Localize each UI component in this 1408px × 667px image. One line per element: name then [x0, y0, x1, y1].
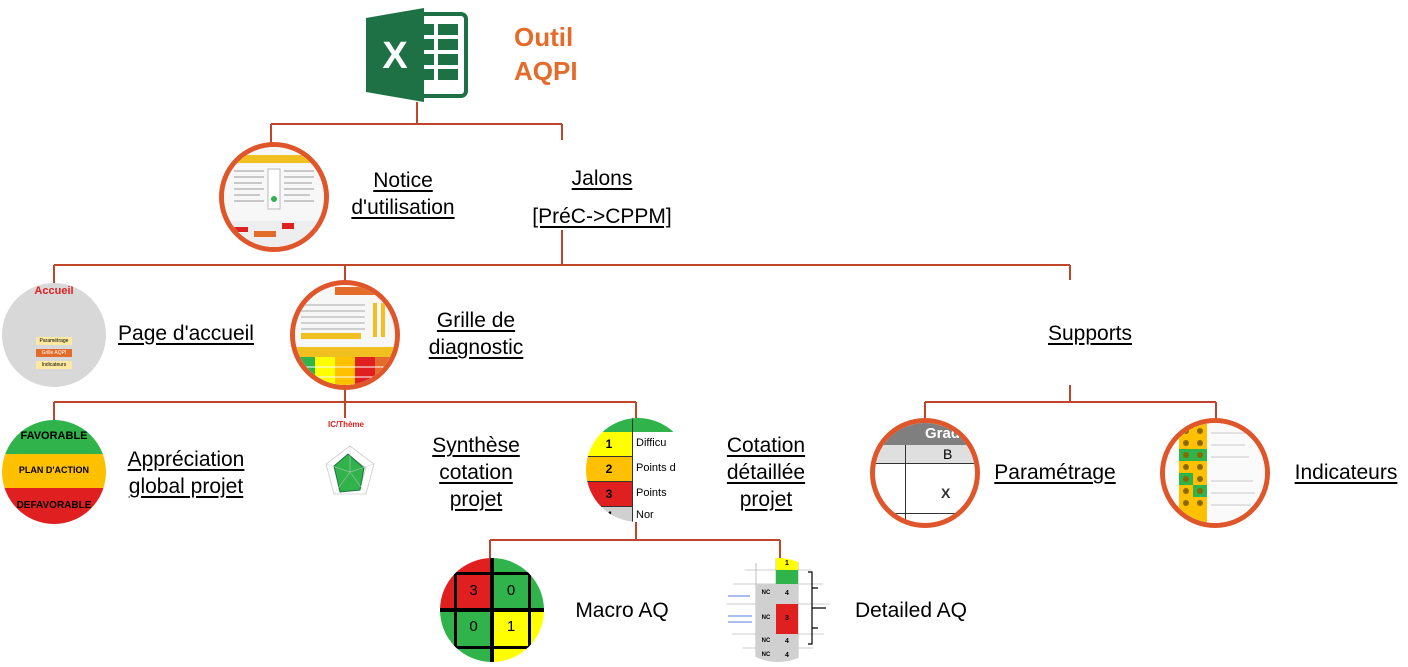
cotation-line-2[interactable]: détaillée	[726, 461, 806, 484]
radar-chart	[325, 445, 375, 495]
detailed-label[interactable]: Detailed AQ	[846, 597, 976, 624]
macro-line-1[interactable]: Macro AQ	[575, 599, 669, 622]
parametrage-label[interactable]: Paramétrage	[986, 459, 1124, 486]
synthese-line-3[interactable]: projet	[449, 488, 503, 511]
appreciation-line-2[interactable]: global projet	[128, 475, 244, 498]
detailed-code-4: NC	[761, 652, 771, 658]
indicateurs-thumbnail[interactable]	[1160, 418, 1270, 528]
parametrage-header: Grad	[925, 425, 961, 442]
cotation-line-1[interactable]: Cotation	[726, 434, 806, 457]
grille-line-1[interactable]: Grille de	[436, 309, 516, 332]
detailed-thumbnail[interactable]: NC NC NC NC 1 4 3 4 4	[726, 558, 830, 662]
appreciation-label[interactable]: Appréciation global projet	[112, 446, 260, 500]
root-title: Outil AQPI	[514, 20, 578, 88]
cotation-row-2-num: 2	[605, 462, 613, 476]
macro-cell-1: 3	[469, 582, 478, 599]
cotation-row-3-text: Points	[636, 487, 667, 499]
notice-line-1[interactable]: Notice	[373, 169, 433, 192]
cotation-thumbnail[interactable]: 1 2 3 4 Difficu Points d Points Nor	[586, 418, 690, 522]
macro-cell-3: 0	[469, 618, 478, 635]
radar-title: IC/Thème	[327, 420, 364, 429]
indicateurs-line-1[interactable]: Indicateurs	[1294, 461, 1398, 484]
jalons-line-2[interactable]: [PréC->CPPM]	[532, 205, 672, 228]
cotation-row-2-text: Points d	[636, 462, 676, 474]
synthese-line-2[interactable]: cotation	[439, 461, 513, 484]
grille-thumbnail[interactable]	[290, 280, 400, 390]
detailed-code-1: NC	[761, 590, 771, 596]
level-plan-action: PLAN D'ACTION	[18, 465, 90, 475]
synthese-thumbnail[interactable]: IC/Thème	[290, 418, 402, 522]
root-title-line-1: Outil	[514, 22, 574, 52]
synthese-label[interactable]: Synthèse cotation projet	[420, 432, 532, 513]
parametrage-thumbnail[interactable]: Grad B X	[870, 418, 980, 528]
detailed-value-2: 4	[785, 590, 789, 597]
detailed-line-1[interactable]: Detailed AQ	[854, 599, 968, 622]
accueil-thumb-button-1: Paramétrage	[36, 337, 72, 345]
cotation-line-3[interactable]: projet	[739, 488, 793, 511]
supports-line-1[interactable]: Supports	[1047, 322, 1133, 345]
detailed-value-5: 4	[785, 652, 789, 659]
svg-text:X: X	[382, 35, 408, 77]
detailed-code-2: NC	[761, 615, 771, 621]
macro-cell-2: 0	[506, 582, 516, 599]
cotation-label[interactable]: Cotation détaillée projet	[714, 432, 818, 513]
parametrage-mark: X	[941, 485, 951, 501]
accueil-thumb-button-3: Indicateurs	[36, 361, 72, 369]
accueil-thumb-button-2: Grille AQPI	[36, 349, 72, 357]
detailed-value-3: 3	[785, 615, 789, 622]
accueil-thumbnail[interactable]: Accueil Paramétrage Grille AQPI Indicate…	[2, 283, 106, 387]
notice-line-2[interactable]: d'utilisation	[351, 196, 455, 219]
excel-icon: X	[366, 8, 468, 102]
macro-label[interactable]: Macro AQ	[562, 597, 682, 624]
root-title-line-2: AQPI	[514, 56, 578, 86]
level-defavorable: DEFAVORABLE	[16, 500, 92, 511]
indicateurs-label[interactable]: Indicateurs	[1284, 459, 1408, 486]
cotation-row-1-text: Difficu	[636, 437, 667, 449]
detailed-code-3: NC	[761, 638, 771, 644]
grille-line-2[interactable]: diagnostic	[428, 336, 524, 359]
level-favorable: FAVORABLE	[20, 430, 88, 442]
jalons-label[interactable]: Jalons [PréC->CPPM]	[512, 160, 692, 236]
accueil-label[interactable]: Page d'accueil	[110, 320, 262, 347]
detailed-value-4: 4	[785, 638, 789, 645]
notice-label[interactable]: Notice d'utilisation	[338, 167, 468, 221]
accueil-line-1[interactable]: Page d'accueil	[118, 322, 254, 345]
cotation-row-1-num: 1	[605, 437, 613, 451]
grille-label[interactable]: Grille de diagnostic	[415, 307, 537, 361]
parametrage-col: B	[943, 446, 953, 462]
cotation-row-4-text: Nor	[636, 509, 654, 521]
macro-thumbnail[interactable]: 3 0 0 1	[440, 558, 544, 662]
appreciation-thumbnail[interactable]: FAVORABLE PLAN D'ACTION DEFAVORABLE	[2, 420, 106, 524]
notice-thumbnail[interactable]	[219, 142, 329, 252]
appreciation-line-1[interactable]: Appréciation	[127, 448, 245, 471]
accueil-thumb-title: Accueil	[34, 285, 74, 297]
cotation-row-4-num: 4	[605, 509, 613, 522]
synthese-line-1[interactable]: Synthèse	[432, 434, 520, 457]
macro-cell-4: 1	[506, 618, 516, 635]
jalons-line-1[interactable]: Jalons	[571, 167, 633, 190]
supports-label[interactable]: Supports	[1030, 320, 1150, 347]
parametrage-line-1[interactable]: Paramétrage	[994, 461, 1116, 484]
detailed-value-1: 1	[785, 560, 789, 567]
cotation-row-3-num: 3	[605, 487, 613, 501]
